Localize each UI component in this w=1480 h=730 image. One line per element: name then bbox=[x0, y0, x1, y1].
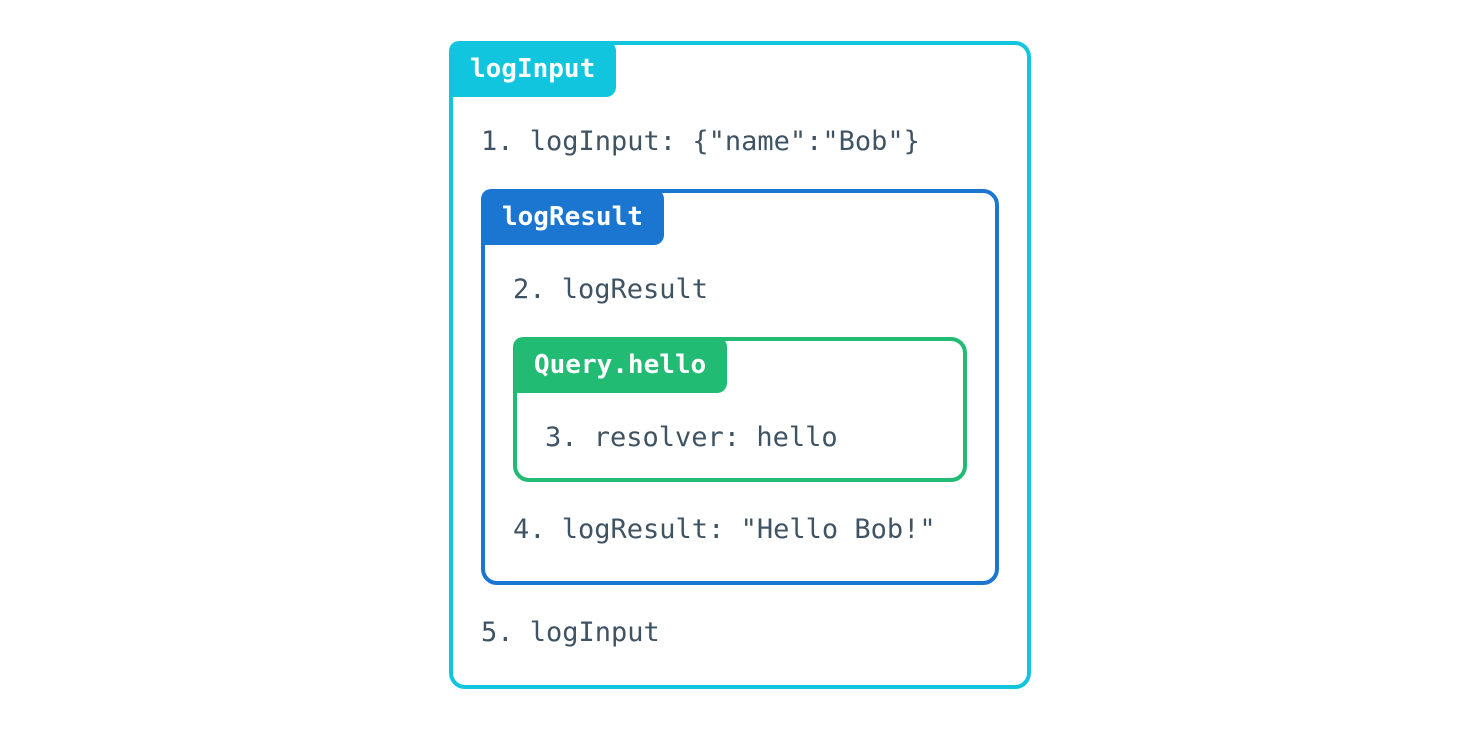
middleware-label-logresult: logResult bbox=[481, 189, 664, 245]
middleware-box-logresult: logResult 2. logResult Query.hello 3. re… bbox=[481, 189, 999, 585]
resolver-label-query-hello: Query.hello bbox=[513, 337, 728, 393]
middleware-box-loginput: logInput 1. logInput: {"name":"Bob"} log… bbox=[449, 41, 1031, 689]
step-1-loginput-before: 1. logInput: {"name":"Bob"} bbox=[481, 126, 920, 157]
step-2-logresult-before: 2. logResult bbox=[513, 274, 709, 305]
step-3-resolver-hello: 3. resolver: hello bbox=[545, 422, 838, 453]
middleware-label-loginput: logInput bbox=[449, 41, 617, 97]
resolver-box-query-hello: Query.hello 3. resolver: hello bbox=[513, 337, 967, 482]
step-5-loginput-after: 5. logInput bbox=[481, 617, 660, 648]
step-4-logresult-after: 4. logResult: "Hello Bob!" bbox=[513, 514, 936, 545]
